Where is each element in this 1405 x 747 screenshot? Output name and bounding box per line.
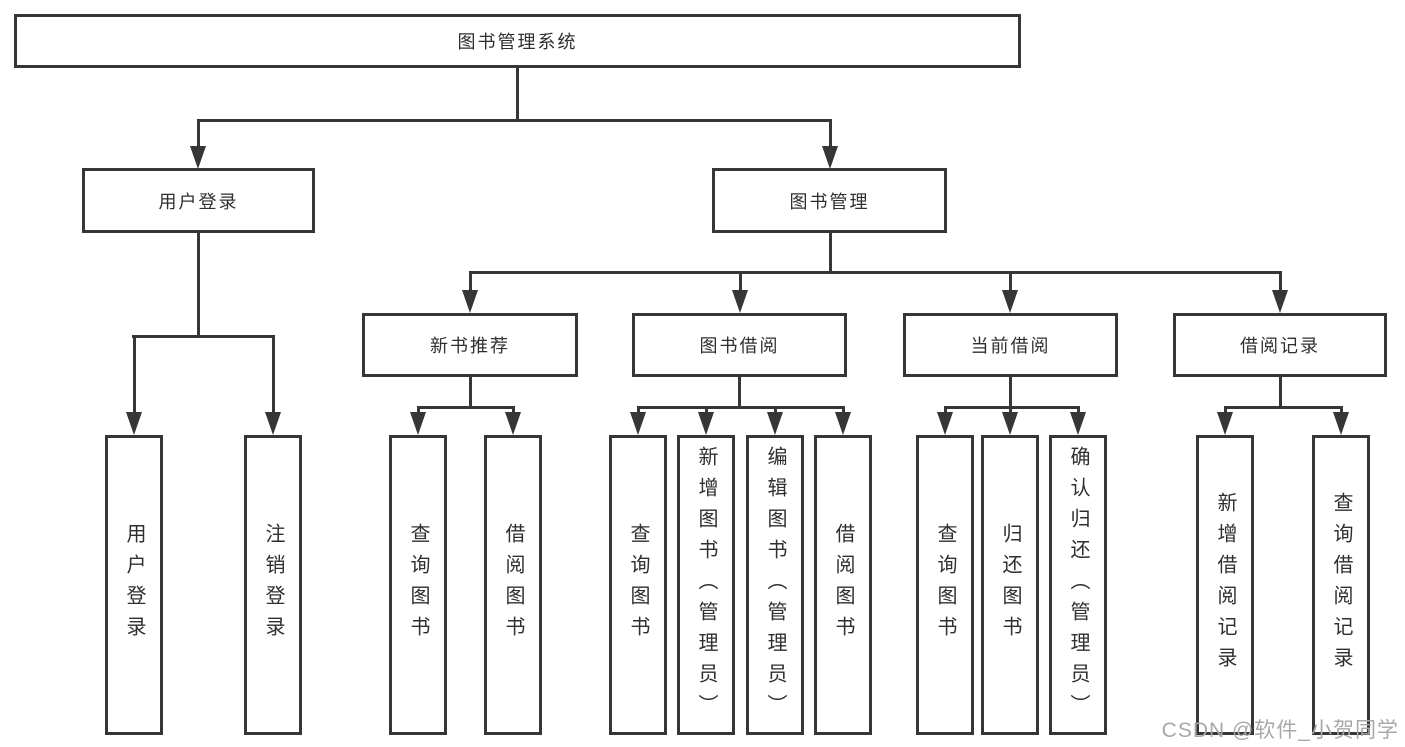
arrowhead-down — [1002, 412, 1018, 435]
leaf-add-books-admin: 新增图书（管理员） — [677, 435, 735, 735]
connector-root-bus — [197, 119, 832, 122]
connector-drop — [842, 406, 845, 415]
leaf-add-books-admin-label: 新增图书（管理员） — [695, 445, 717, 725]
connector-book-mgmt-stem — [829, 233, 832, 273]
node-book-management-label: 图书管理 — [789, 191, 870, 212]
leaf-borrow-books: 借阅图书 — [814, 435, 872, 735]
connector-borrow-records-stem — [1279, 377, 1282, 408]
leaf-add-borrow-record-label: 新增借阅记录 — [1214, 492, 1236, 678]
arrowhead-down — [822, 146, 838, 169]
leaf-borrow-books-recommend-label: 借阅图书 — [502, 523, 524, 647]
connector-drop-logout — [272, 335, 275, 413]
arrowhead-down — [1002, 290, 1018, 313]
connector-drop-book-mgmt — [829, 119, 832, 147]
connector-root-stem — [516, 68, 519, 121]
node-new-book-recommend-label: 新书推荐 — [430, 336, 510, 356]
connector-drop — [774, 406, 777, 415]
connector-drop — [637, 406, 640, 415]
node-user-login-label: 用户登录 — [158, 191, 239, 212]
arrowhead-down — [126, 412, 142, 435]
leaf-query-borrow-record: 查询借阅记录 — [1312, 435, 1370, 735]
connector-book-mgmt-bus — [469, 271, 1282, 274]
connector-user-login-stem — [197, 233, 200, 337]
connector-drop — [512, 406, 515, 415]
node-borrow-records: 借阅记录 — [1173, 313, 1387, 377]
connector-drop-user-login — [197, 119, 200, 147]
arrowhead-down — [462, 290, 478, 313]
leaf-edit-books-admin: 编辑图书（管理员） — [746, 435, 804, 735]
node-book-management: 图书管理 — [712, 168, 947, 233]
leaf-user-login-label: 用户登录 — [123, 523, 145, 647]
leaf-return-books-label: 归还图书 — [999, 523, 1021, 647]
leaf-borrow-books-label: 借阅图书 — [832, 523, 854, 647]
node-user-login: 用户登录 — [82, 168, 315, 233]
leaf-query-books-current: 查询图书 — [916, 435, 974, 735]
connector-current-borrow-stem — [1009, 377, 1012, 408]
connector-current-borrow-bus — [944, 406, 1080, 409]
connector-new-books-bus — [417, 406, 515, 409]
csdn-watermark: CSDN @软件_小贺同学 — [1161, 719, 1399, 742]
arrowhead-down — [1333, 412, 1349, 435]
arrowhead-down — [265, 412, 281, 435]
arrowhead-down — [505, 412, 521, 435]
leaf-confirm-return-admin-label: 确认归还（管理员） — [1067, 445, 1089, 725]
arrowhead-down — [937, 412, 953, 435]
connector-drop — [1340, 406, 1343, 415]
node-book-borrow: 图书借阅 — [632, 313, 847, 377]
arrowhead-down — [190, 146, 206, 169]
leaf-query-books-recommend: 查询图书 — [389, 435, 447, 735]
arrowhead-down — [1217, 412, 1233, 435]
leaf-query-books-borrow-label: 查询图书 — [627, 523, 649, 647]
arrowhead-down — [767, 412, 783, 435]
connector-drop-login — [133, 335, 136, 413]
connector-new-books-stem — [469, 377, 472, 408]
node-root-label: 图书管理系统 — [457, 32, 578, 52]
leaf-logout: 注销登录 — [244, 435, 302, 735]
leaf-query-books-current-label: 查询图书 — [934, 523, 956, 647]
leaf-add-borrow-record: 新增借阅记录 — [1196, 435, 1254, 735]
node-current-borrow: 当前借阅 — [903, 313, 1118, 377]
arrowhead-down — [1070, 412, 1086, 435]
leaf-edit-books-admin-label: 编辑图书（管理员） — [764, 445, 786, 725]
node-borrow-records-label: 借阅记录 — [1240, 336, 1320, 356]
leaf-query-books-borrow: 查询图书 — [609, 435, 667, 735]
connector-drop — [1009, 406, 1012, 415]
node-current-borrow-label: 当前借阅 — [970, 336, 1051, 356]
node-new-book-recommend: 新书推荐 — [362, 313, 578, 377]
connector-user-login-bus — [132, 335, 275, 338]
leaf-user-login: 用户登录 — [105, 435, 163, 735]
leaf-return-books: 归还图书 — [981, 435, 1039, 735]
connector-drop — [1224, 406, 1227, 415]
arrowhead-down — [630, 412, 646, 435]
leaf-query-borrow-record-label: 查询借阅记录 — [1330, 492, 1352, 678]
connector-drop — [1077, 406, 1080, 415]
leaf-borrow-books-recommend: 借阅图书 — [484, 435, 542, 735]
arrowhead-down — [1272, 290, 1288, 313]
node-root: 图书管理系统 — [14, 14, 1021, 68]
arrowhead-down — [698, 412, 714, 435]
connector-drop-borrow-records — [1279, 271, 1282, 293]
arrowhead-down — [732, 290, 748, 313]
node-book-borrow-label: 图书借阅 — [699, 336, 780, 356]
leaf-confirm-return-admin: 确认归还（管理员） — [1049, 435, 1107, 735]
connector-book-borrow-bus — [637, 406, 845, 409]
connector-drop-new-books — [469, 271, 472, 293]
arrowhead-down — [410, 412, 426, 435]
leaf-query-books-recommend-label: 查询图书 — [407, 523, 429, 647]
connector-drop — [417, 406, 420, 415]
connector-book-borrow-stem — [738, 377, 741, 408]
connector-drop — [705, 406, 708, 415]
leaf-logout-label: 注销登录 — [262, 523, 284, 647]
arrowhead-down — [835, 412, 851, 435]
connector-borrow-records-bus — [1224, 406, 1343, 409]
connector-drop-book-borrow — [739, 271, 742, 293]
connector-drop — [944, 406, 947, 415]
connector-drop-current-borrow — [1009, 271, 1012, 293]
